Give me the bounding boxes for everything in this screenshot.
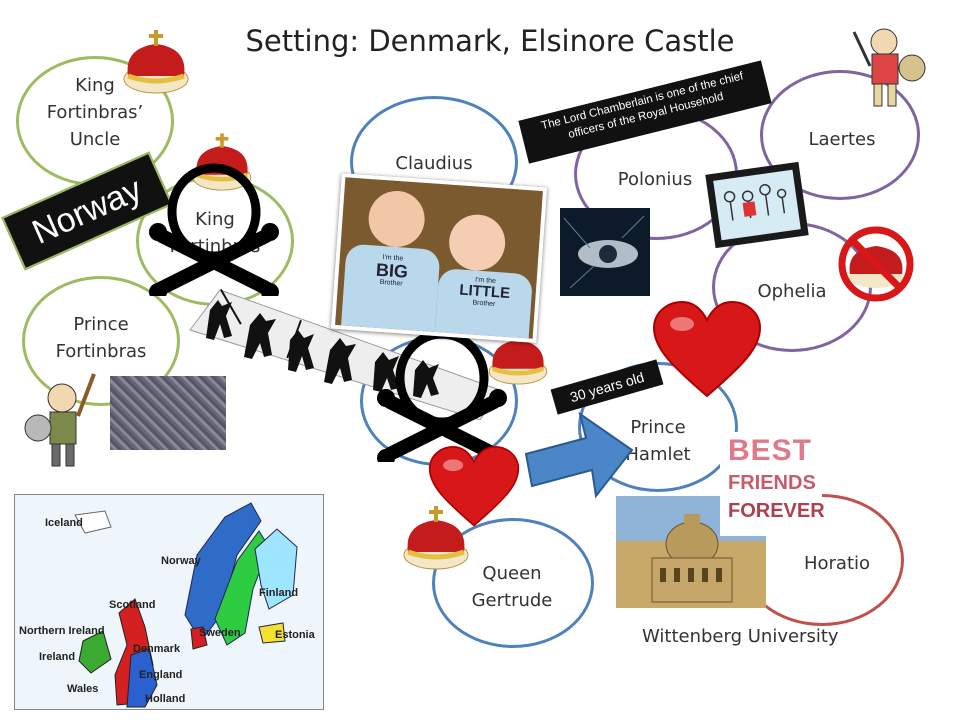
skull-crossbones-icon — [149, 163, 279, 296]
label-line: Polonius — [617, 169, 693, 190]
heart-icon — [652, 300, 762, 398]
label-line: King — [75, 75, 115, 96]
label-line: Horatio — [803, 553, 871, 574]
label-horatio: Horatio — [772, 550, 902, 577]
label-ophelia: Ophelia — [712, 278, 872, 305]
map-shapes — [74, 502, 298, 708]
label-claudius: Claudius — [350, 150, 518, 177]
crown-icon — [403, 506, 469, 570]
laertes-knight-cartoon — [852, 28, 926, 107]
map-label-ireland: Ireland — [39, 651, 76, 663]
label-queen-gertrude: Queen Gertrude — [432, 560, 592, 614]
big-brother-figure — [366, 189, 427, 249]
bff-text: FRIENDS — [728, 472, 816, 494]
family-drawing-image — [723, 183, 787, 221]
heart-icon — [428, 446, 520, 527]
label-polonius: Polonius — [580, 166, 730, 193]
slide-title: Setting: Denmark, Elsinore Castle — [245, 24, 735, 58]
label-laertes: Laertes — [762, 126, 922, 153]
label-prince-fortinbras: Prince Fortinbras — [22, 311, 180, 365]
bff-text: BEST — [728, 434, 813, 467]
map-label-finland: Finland — [259, 587, 299, 599]
skull-crossbones-icon — [377, 329, 507, 462]
label-line: Fortinbras — [55, 341, 147, 362]
map-label-iceland: Iceland — [45, 517, 83, 529]
arrow-icon — [524, 411, 634, 499]
map-label-scotland: Scotland — [109, 599, 156, 611]
battle-silhouette-image — [189, 288, 500, 420]
label-line: Queen — [482, 563, 542, 584]
map-label-estonia: Estonia — [275, 629, 315, 641]
brothers-photo: I'm the BIG Brother I'm the LITTLE Broth… — [330, 173, 548, 343]
prince-fortinbras-warrior-cartoon — [24, 373, 96, 467]
label-line: Gertrude — [471, 590, 553, 611]
norway-banner-text: Norway — [26, 170, 148, 252]
army-photo — [110, 376, 226, 450]
map-label-northern-ireland: Northern Ireland — [19, 625, 105, 637]
label-line: Laertes — [808, 129, 876, 150]
label-king-fortinbras-uncle: King Fortinbras’ Uncle — [16, 72, 174, 153]
family-picture-frame — [705, 161, 809, 249]
map-label-england: England — [139, 669, 183, 681]
map-label-holland: Holland — [145, 693, 186, 705]
map-label-norway: Norway — [161, 555, 201, 567]
label-line: Prince — [630, 417, 686, 438]
little-brother-shirt: I'm the LITTLE Brother — [434, 268, 534, 343]
map-label-sweden: Sweden — [199, 627, 241, 639]
label-line: Ophelia — [757, 281, 827, 302]
label-line: Uncle — [69, 129, 121, 150]
label-line: Prince — [73, 314, 129, 335]
best-friends-forever-image: BEST FRIENDS FOREVER — [720, 432, 825, 536]
europe-map: Iceland Norway Finland Scotland Sweden E… — [14, 494, 324, 710]
map-label-wales: Wales — [67, 683, 99, 695]
spying-eye-photo — [560, 208, 650, 296]
crown-icon — [488, 327, 548, 385]
label-prince-hamlet: Prince Hamlet — [578, 414, 738, 468]
little-brother-figure — [447, 212, 508, 273]
eye-icon — [563, 215, 645, 289]
label-line: Hamlet — [625, 444, 691, 465]
map-label-denmark: Denmark — [133, 643, 181, 655]
bff-text: FOREVER — [728, 500, 825, 522]
big-brother-shirt: I'm the BIG Brother — [340, 243, 441, 336]
label-line: King — [195, 209, 235, 230]
university-building-image — [651, 514, 733, 603]
wittenberg-label: Wittenberg University — [642, 626, 839, 647]
crown-icon — [123, 30, 189, 94]
label-line: Fortinbras’ — [46, 102, 144, 123]
no-crown-icon — [838, 226, 914, 302]
label-line: Claudius — [395, 153, 473, 174]
